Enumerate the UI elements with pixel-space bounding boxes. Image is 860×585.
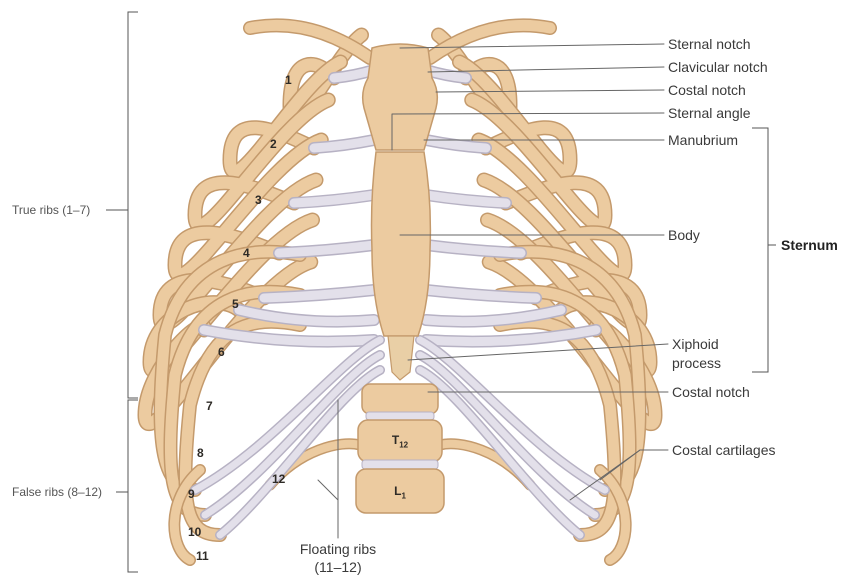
label-costal-notch-lower: Costal notch <box>672 384 750 400</box>
label-xiphoid-line1: Xiphoid <box>672 336 719 352</box>
label-true-ribs: True ribs (1–7) <box>12 202 90 218</box>
label-sternum: Sternum <box>781 237 838 253</box>
false-ribs-bracket <box>128 400 138 572</box>
leader-line <box>318 480 338 500</box>
true-ribs-bracket <box>128 12 138 398</box>
label-xiphoid-line2: process <box>672 355 721 371</box>
sternum-bracket <box>752 128 768 372</box>
xiphoid-shape <box>388 336 414 380</box>
l1-label: L1 <box>376 484 424 503</box>
rib-number-8: 8 <box>197 447 204 459</box>
manubrium-shape <box>363 44 438 150</box>
t12-label: T12 <box>376 433 424 452</box>
rib-number-5: 5 <box>232 298 239 310</box>
label-sternal-angle: Sternal angle <box>668 105 751 121</box>
label-floating-ribs-line2: (11–12) <box>288 559 388 575</box>
rib-number-12: 12 <box>272 473 285 485</box>
rib-number-1: 1 <box>285 74 292 86</box>
label-costal-notch-upper: Costal notch <box>668 82 746 98</box>
label-manubrium: Manubrium <box>668 132 738 148</box>
rib-number-9: 9 <box>188 488 195 500</box>
label-body: Body <box>668 227 700 243</box>
label-floating-ribs-line1: Floating ribs <box>288 541 388 557</box>
rib-number-11: 11 <box>196 550 209 562</box>
sternum-body-shape <box>372 152 431 336</box>
rib-number-10: 10 <box>188 526 201 538</box>
label-false-ribs: False ribs (8–12) <box>12 484 102 500</box>
leader-line <box>436 90 664 92</box>
label-sternal-notch: Sternal notch <box>668 36 751 52</box>
thoracic-vertebra <box>362 384 438 414</box>
rib-number-7: 7 <box>206 400 213 412</box>
rib-number-3: 3 <box>255 194 262 206</box>
rib-number-4: 4 <box>243 247 250 259</box>
label-costal-cartilages: Costal cartilages <box>672 442 776 458</box>
rib-number-6: 6 <box>218 346 225 358</box>
label-clavicular-notch: Clavicular notch <box>668 59 768 75</box>
rib-number-2: 2 <box>270 138 277 150</box>
